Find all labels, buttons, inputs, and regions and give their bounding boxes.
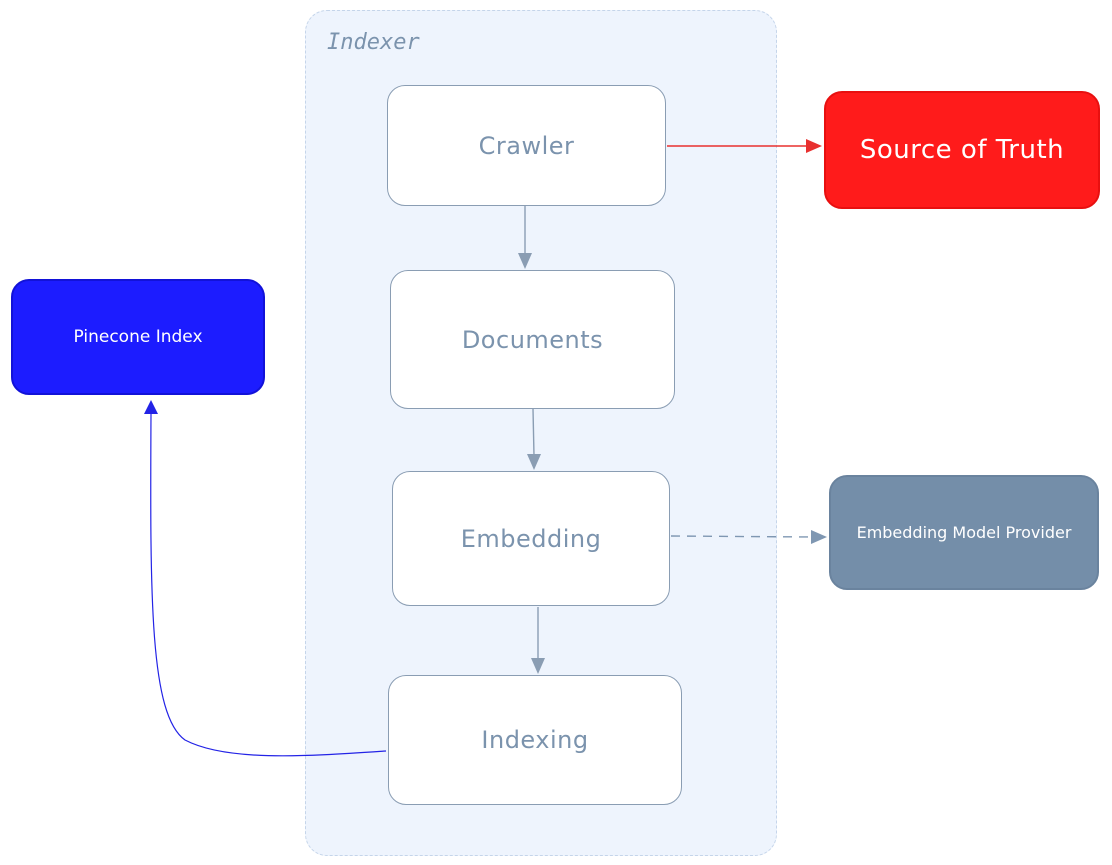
indexing-label: Indexing	[481, 726, 589, 754]
arrowhead-source	[806, 139, 822, 153]
embedding-model-provider-label: Embedding Model Provider	[856, 523, 1072, 542]
indexer-group-label: Indexer	[327, 30, 420, 55]
crawler-node[interactable]: Crawler	[387, 85, 666, 206]
source-of-truth-label: Source of Truth	[859, 135, 1065, 165]
embedding-node[interactable]: Embedding	[392, 471, 670, 606]
embedding-model-provider-node[interactable]: Embedding Model Provider	[829, 475, 1099, 590]
arrowhead-pinecone	[144, 400, 158, 414]
embedding-label: Embedding	[460, 524, 602, 553]
pinecone-index-node[interactable]: Pinecone Index	[11, 279, 265, 395]
arrowhead-provider	[811, 530, 827, 544]
pinecone-index-label: Pinecone Index	[73, 327, 203, 347]
documents-node[interactable]: Documents	[390, 270, 675, 409]
documents-label: Documents	[461, 325, 604, 354]
source-of-truth-node[interactable]: Source of Truth	[824, 91, 1100, 209]
indexing-node[interactable]: Indexing	[388, 675, 682, 805]
crawler-label: Crawler	[478, 131, 575, 160]
